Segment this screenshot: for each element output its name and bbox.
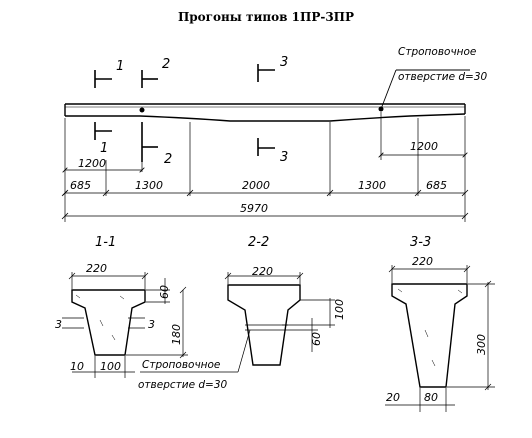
section-1-1-title: 1-1 xyxy=(95,235,116,250)
beam-elevation xyxy=(64,103,466,122)
section-3-3-profile xyxy=(391,283,468,388)
s33-dim-80: 80 xyxy=(424,391,438,404)
hole-note-line2: отверстие d=30 xyxy=(398,71,488,83)
page-title: Прогоны типов 1ПР-3ПР xyxy=(177,10,355,24)
s11-dim-10: 10 xyxy=(70,360,84,373)
section-1-1-profile xyxy=(71,289,146,356)
hole-note-leader xyxy=(380,69,470,110)
s33-dim-300: 300 xyxy=(475,334,488,355)
s11-dim-100: 100 xyxy=(100,360,121,373)
s33-dim-220: 220 xyxy=(412,255,433,268)
section-3-top-label: 3 xyxy=(280,55,288,70)
dim-1200-right: 1200 xyxy=(410,140,438,153)
section-1-1-hatch xyxy=(75,294,125,341)
section-3-3-hatch xyxy=(397,288,463,367)
s11-dim-3-left: 3 xyxy=(55,318,62,331)
s11-dim-220: 220 xyxy=(86,262,107,275)
dim-685-left: 685 xyxy=(70,179,91,192)
dim-685-right: 685 xyxy=(426,179,447,192)
s22-note-line2: отверстие d=30 xyxy=(138,379,228,391)
hole-note-line1: Строповочное xyxy=(398,46,476,58)
section-2-bottom-label: 2 xyxy=(164,152,172,167)
section-3-bottom-label: 3 xyxy=(280,150,288,165)
dim-2000: 2000 xyxy=(242,179,270,192)
s11-dim-180: 180 xyxy=(170,324,183,345)
s33-dim-20: 20 xyxy=(386,391,400,404)
dim-5970: 5970 xyxy=(240,202,268,215)
s22-dim-220: 220 xyxy=(252,265,273,278)
section-mark-2 xyxy=(141,70,158,162)
section-1-1-dims xyxy=(62,272,188,378)
beam-bottom-edge xyxy=(65,113,466,122)
section-1-top-label: 1 xyxy=(116,59,124,74)
section-3-3-dims xyxy=(385,265,495,412)
s11-dim-60: 60 xyxy=(158,285,171,299)
dim-5970-line xyxy=(61,212,469,220)
dim-1300-left: 1300 xyxy=(135,179,163,192)
section-1-bottom-label: 1 xyxy=(100,141,108,156)
section-3-3-title: 3-3 xyxy=(410,235,431,250)
dim-1200-left: 1200 xyxy=(78,157,106,170)
section-mark-3 xyxy=(257,64,275,156)
section-2-top-label: 2 xyxy=(162,57,170,72)
dim-1300-right: 1300 xyxy=(358,179,386,192)
s22-dim-100: 100 xyxy=(333,299,346,320)
s22-note-line1: Строповочное xyxy=(142,359,220,371)
s22-dim-60: 60 xyxy=(310,332,323,346)
section-2-2-profile xyxy=(227,284,301,366)
lifting-hole-left xyxy=(139,107,145,113)
s11-dim-3-right: 3 xyxy=(148,318,155,331)
section-2-2-dims xyxy=(140,272,335,373)
section-mark-1 xyxy=(94,70,112,140)
section-2-2-title: 2-2 xyxy=(248,235,269,250)
dim-chain-line xyxy=(61,189,469,197)
